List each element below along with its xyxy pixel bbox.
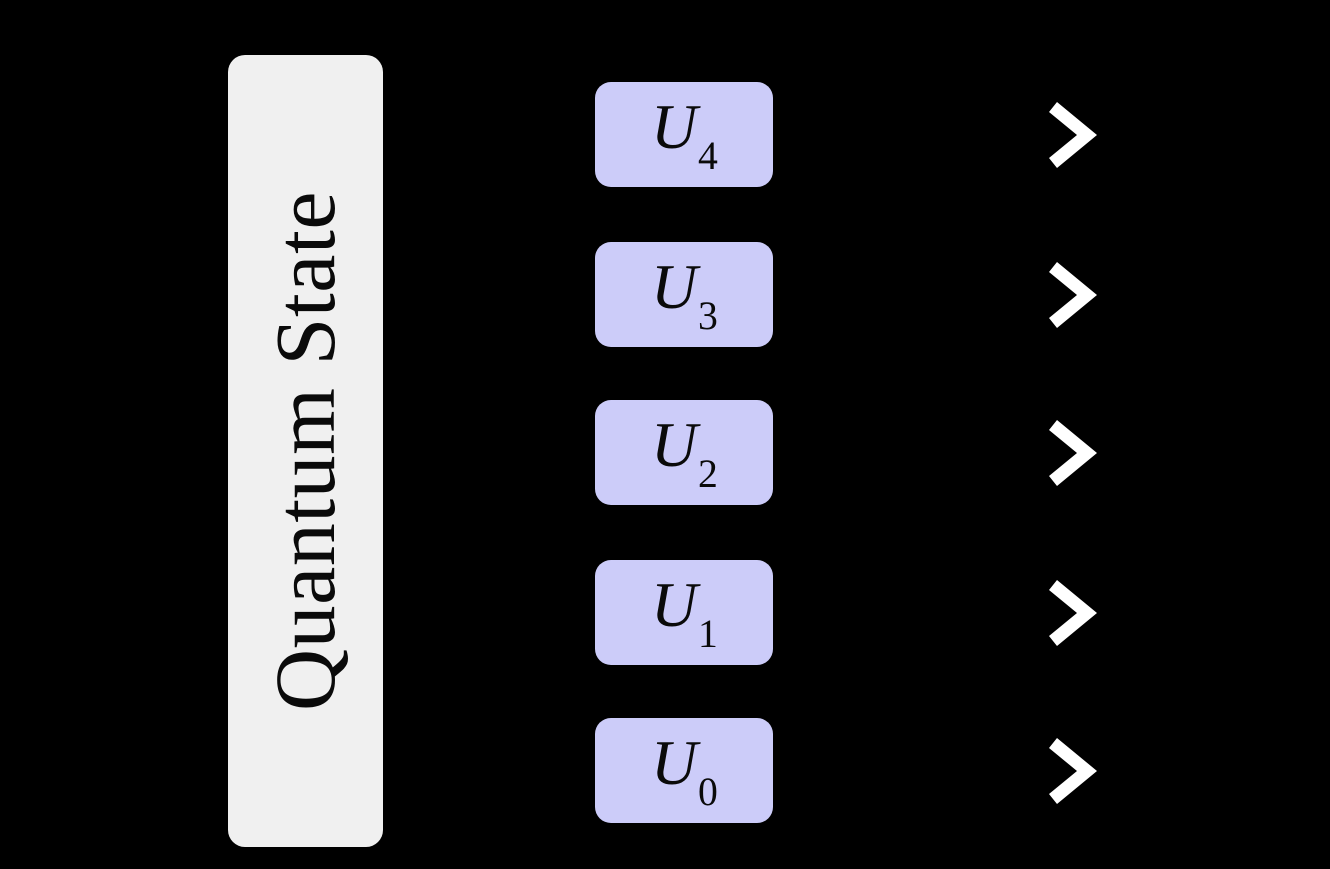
gate-subscript: 1 [697,612,718,657]
gate-box[interactable]: U0 [595,718,773,823]
gate-row: U0 [0,718,1330,823]
gate-symbol: U [650,251,698,323]
gate-row: U3 [0,242,1330,347]
gate-row: U2 [0,400,1330,505]
quantum-state-label-box: Quantum State [228,55,383,847]
gate-label: U1 [651,573,718,654]
chevron-right-icon [1049,419,1097,486]
gate-row: U1 [0,560,1330,665]
gate-subscript: 4 [697,134,718,179]
gate-box[interactable]: U2 [595,400,773,505]
gate-box[interactable]: U1 [595,560,773,665]
chevron-right-icon [1049,579,1097,646]
gate-label: U0 [651,731,718,812]
chevron-right-icon [1049,261,1097,328]
gate-row: U4 [0,82,1330,187]
gate-label: U2 [651,413,718,494]
gate-subscript: 0 [697,770,718,815]
gate-subscript: 2 [697,452,718,497]
gate-symbol: U [650,727,698,799]
chevron-right-icon [1049,737,1097,804]
gate-box[interactable]: U3 [595,242,773,347]
gate-label: U4 [651,95,718,176]
chevron-right-icon [1049,101,1097,168]
gate-symbol: U [650,91,698,163]
gate-box[interactable]: U4 [595,82,773,187]
gate-symbol: U [650,409,698,481]
gate-subscript: 3 [697,294,718,339]
gate-label: U3 [651,255,718,336]
gate-symbol: U [650,569,698,641]
